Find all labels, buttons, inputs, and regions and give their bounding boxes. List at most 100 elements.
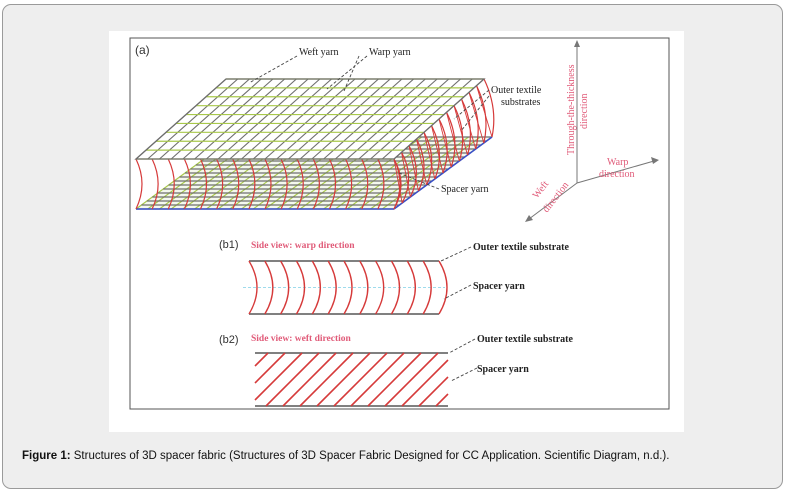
spacer-yarn-side [423, 132, 433, 186]
spacer-yarn-side [408, 145, 417, 198]
top-warp-line [159, 78, 250, 160]
warp-axis [576, 160, 655, 184]
figure-caption: Figure 1: Structures of 3D spacer fabric… [22, 449, 762, 463]
spacer-yarn-side [415, 138, 425, 192]
spacer-yarn-diagonal [393, 158, 403, 204]
top-warp-line [229, 78, 321, 160]
spacer-yarn-front [248, 158, 256, 210]
b2-spacer-diagonal [282, 352, 337, 407]
spacer-yarn-front [312, 158, 320, 210]
warp-yarn-label: Warp yarn [369, 47, 411, 58]
spacer-yarn-front [345, 158, 353, 210]
warp-side-view [243, 260, 448, 315]
top-warp-line [205, 78, 297, 160]
axis-warp-label-2: direction [599, 169, 635, 180]
spacer-yarn-front [280, 158, 288, 210]
leader-lines-b1 [440, 246, 472, 300]
leader-lines-a [248, 55, 490, 190]
panel-b2-label: (b2) [219, 334, 239, 346]
b2-spacer-diagonal [254, 352, 286, 384]
spacer-yarn-diagonal [408, 145, 419, 192]
spacer-yarn-side [438, 118, 448, 174]
spacer-yarn-side [453, 105, 464, 162]
spacer-yarn-diagonal [401, 152, 411, 198]
top-warp-line [276, 78, 368, 160]
spacer-yarn-diagonal [468, 92, 485, 144]
weft-side-view [254, 352, 449, 407]
b2-spacer-diagonal [350, 352, 405, 407]
top-warp-line [358, 78, 450, 160]
spacer-yarn-front [328, 158, 337, 210]
b2-spacer-diagonal [401, 359, 449, 407]
b2-outer-label: Outer textile substrate [477, 334, 573, 345]
axis-warp-label-1: Warp [607, 157, 628, 168]
weft-yarn-label: Weft yarn [299, 47, 338, 58]
spacer-yarn-side [460, 98, 472, 156]
b1-spacer-arc [327, 260, 337, 315]
top-warp-line [381, 78, 473, 160]
top-warp-line [370, 78, 461, 160]
b1-spacer-arc [280, 260, 290, 315]
top-substrate-outline [134, 78, 486, 160]
spacer-yarn-diagonal [461, 98, 477, 150]
outer-substrates-label-1: Outer textile [491, 85, 542, 96]
top-warp-line [217, 78, 309, 160]
spacer-yarn-label-a: Spacer yarn [441, 184, 488, 195]
axis-arrowheads [525, 40, 659, 222]
spacer-yarn-front [135, 158, 143, 210]
b1-spacer-arc [311, 260, 322, 315]
top-warp-line [252, 78, 344, 160]
b1-title: Side view: warp direction [251, 241, 355, 251]
b2-spacer-diagonal [316, 352, 371, 407]
b2-title: Side view: weft direction [251, 334, 352, 344]
top-warp-line [323, 78, 415, 160]
top-warp-line [264, 78, 356, 160]
top-warp-line [182, 78, 274, 160]
spacer-yarn-diagonal [423, 132, 436, 180]
b1-spacer-arc [438, 260, 448, 315]
top-warp-line [241, 78, 332, 160]
spacer-yarn-side [483, 78, 495, 138]
b1-outer-label: Outer textile substrate [473, 242, 569, 253]
diagram-frame [129, 37, 670, 410]
b1-spacer-arc [406, 260, 417, 315]
spacer-yarn-side [400, 152, 410, 204]
top-warp-line [147, 78, 239, 160]
spacer-yarn-front [264, 158, 272, 210]
b2-spacer-diagonal [254, 352, 269, 367]
b2-spacer-label: Spacer yarn [477, 364, 529, 375]
weft-axis [528, 182, 578, 220]
b1-spacer-label: Spacer yarn [473, 281, 525, 292]
axis-thickness-label-2: direction [579, 93, 590, 129]
b2-spacer-diagonal [384, 352, 439, 407]
b1-spacer-arc [343, 260, 353, 315]
panel-a-label: (a) [135, 43, 150, 57]
spacer-yarn-front [361, 158, 369, 210]
spacer-yarn-diagonal [446, 112, 460, 162]
figure-image: (a) Weft yarn Warp yarn Outer textile su… [109, 31, 684, 432]
spacer-yarn-side [445, 112, 456, 168]
top-substrate [134, 78, 486, 160]
top-warp-line [194, 78, 286, 160]
spacer-yarn-side [393, 158, 402, 210]
spacer-yarn-front [377, 158, 385, 210]
axes [528, 45, 655, 220]
top-warp-line [311, 78, 403, 160]
spacer-yarn-front [183, 158, 191, 210]
b2-spacer-diagonal [435, 393, 449, 407]
b1-spacer-arc [422, 260, 432, 315]
top-warp-line [299, 78, 391, 160]
figure-card: (a) Weft yarn Warp yarn Outer textile su… [2, 4, 783, 489]
leader-lines-b2 [448, 338, 478, 382]
b2-spacer-diagonal [418, 376, 449, 407]
top-warp-line [334, 78, 426, 160]
spacer-yarn-side [430, 125, 440, 180]
b1-spacer-arc [359, 260, 369, 315]
panel-b1-label: (b1) [219, 239, 239, 251]
b1-spacer-arc [390, 260, 401, 315]
caption-text: Structures of 3D spacer fabric (Structur… [70, 450, 670, 462]
top-warp-line [346, 78, 438, 160]
spacer-yarn-front [199, 158, 208, 210]
spacer-fabric-diagram: (a) Weft yarn Warp yarn Outer textile su… [129, 37, 670, 410]
b2-spacer-diagonal [265, 352, 320, 407]
